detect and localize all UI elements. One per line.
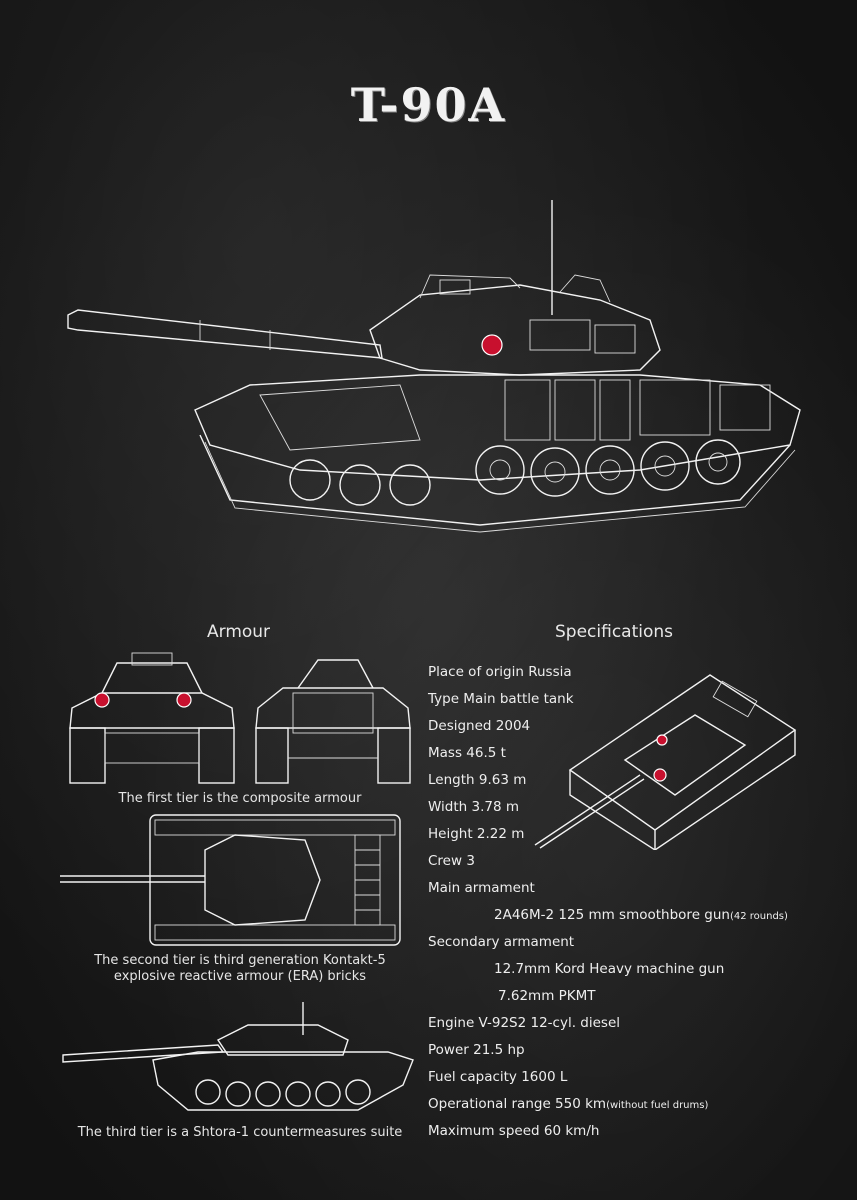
page-title: T-90A <box>350 78 507 132</box>
spec-kord-gun: 12.7mm Kord Heavy machine gun <box>494 961 725 977</box>
spec-length: Length 9.63 m <box>428 772 527 788</box>
isometric-view-drawing <box>534 674 797 850</box>
side-view-drawing <box>62 1002 414 1111</box>
spec-engine: Engine V-92S2 12-cyl. diesel <box>428 1015 621 1031</box>
spec-secondary-armament: Secondary armament <box>428 934 575 950</box>
spec-pkmt: 7.62mm PKMT <box>498 988 596 1004</box>
main-tank-drawing <box>67 200 801 533</box>
spec-fuel-capacity: Fuel capacity 1600 L <box>428 1069 568 1085</box>
rear-view-drawing <box>255 659 411 784</box>
spec-type: Type Main battle tank <box>428 691 574 707</box>
top-view-drawing <box>60 814 401 946</box>
spec-height: Height 2.22 m <box>428 826 525 842</box>
caption-tier1: The first tier is the composite armour <box>118 791 362 806</box>
front-view-drawing <box>69 652 235 784</box>
spec-width: Width 3.78 m <box>428 799 520 815</box>
spec-maximum-speed: Maximum speed 60 km/h <box>428 1123 600 1139</box>
specifications-heading: Specifications <box>555 622 674 642</box>
spec-crew: Crew 3 <box>428 853 475 869</box>
caption-tier2-line2: explosive reactive armour (ERA) bricks <box>113 969 367 984</box>
spec-main-gun: 2A46M-2 125 mm smoothbore gun(42 rounds) <box>494 907 788 923</box>
caption-tier2-line1: The second tier is third generation Kont… <box>94 953 386 968</box>
spec-main-armament: Main armament <box>428 880 535 896</box>
spec-mass: Mass 46.5 t <box>428 745 506 761</box>
armour-heading: Armour <box>207 622 271 642</box>
caption-tier3: The third tier is a Shtora-1 countermeas… <box>77 1125 403 1140</box>
spec-designed: Designed 2004 <box>428 718 531 734</box>
spec-operational-range: Operational range 550 km(without fuel dr… <box>428 1096 709 1112</box>
spec-power: Power 21.5 hp <box>428 1042 525 1058</box>
spec-place-of-origin: Place of origin Russia <box>428 664 572 680</box>
